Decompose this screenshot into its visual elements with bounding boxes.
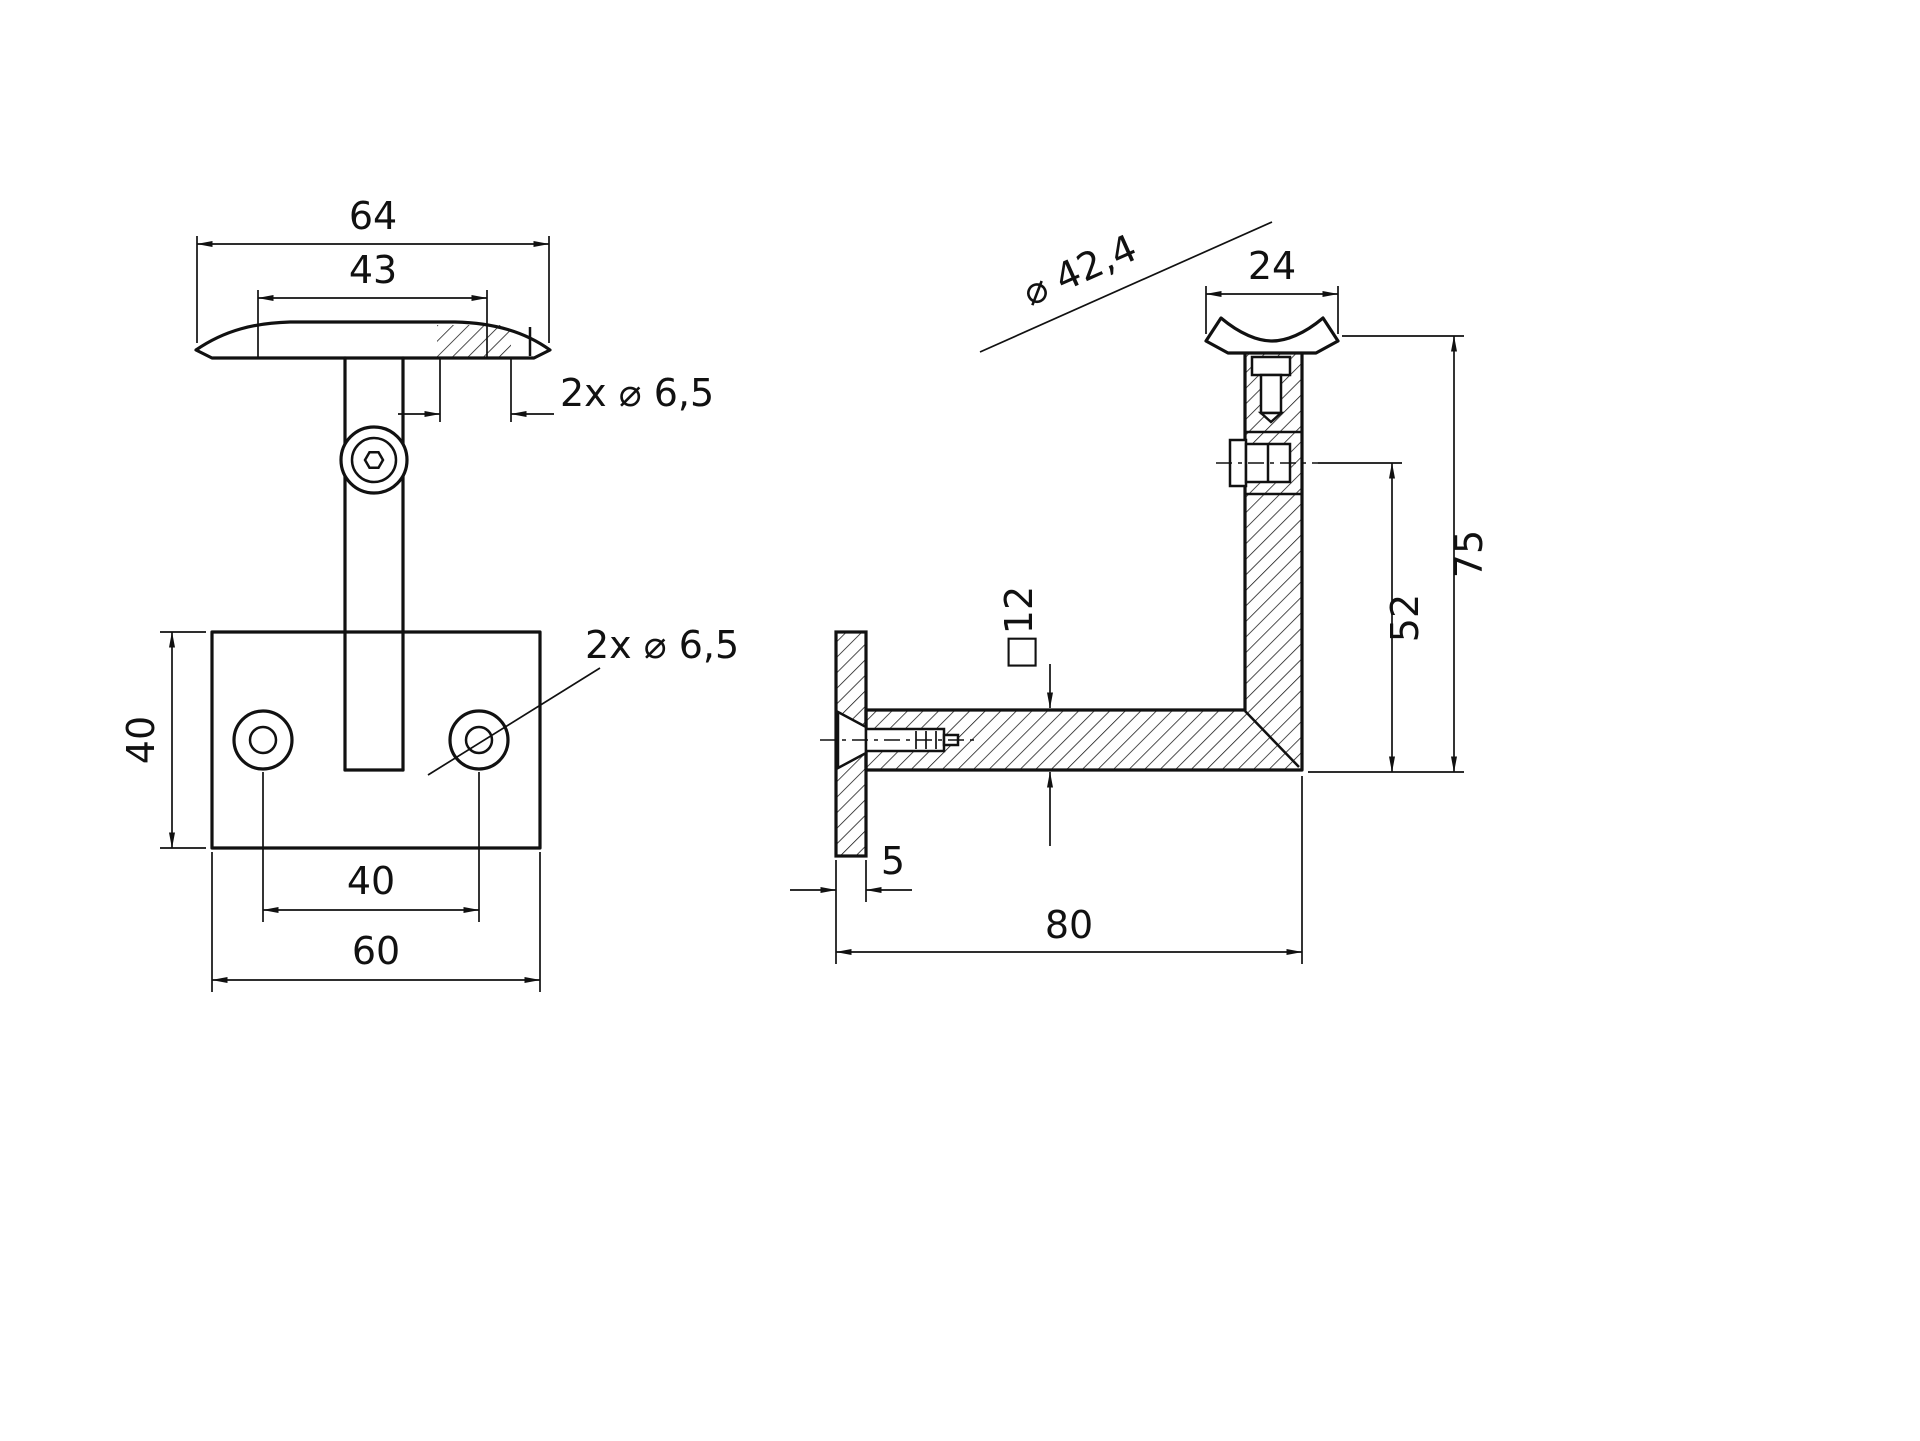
bracket-body: [864, 350, 1304, 772]
pivot-screw: [339, 425, 409, 495]
dim-label-60: 60: [352, 929, 400, 973]
dim-height-pivot: 52: [1318, 462, 1427, 773]
dim-plate-width: 60: [211, 852, 541, 992]
saddle-screw: [1250, 355, 1292, 424]
dim-label-plate-holes: 2x ⌀ 6,5: [585, 623, 739, 667]
dim-hole-spacing: 40: [262, 772, 480, 922]
dim-height-total: 75: [1308, 335, 1491, 773]
dim-label-40-horizontal: 40: [347, 859, 395, 903]
dim-label-80: 80: [1045, 903, 1093, 947]
front-view: 64 43 2x ⌀ 6,5 40 40: [119, 194, 739, 992]
pivot-side: [1216, 430, 1318, 496]
dim-saddle-holes: 2x ⌀ 6,5: [398, 358, 714, 422]
dim-saddle-width: 64: [196, 194, 550, 343]
saddle-plate: [194, 320, 552, 360]
dim-saddle-flat: 43: [257, 248, 488, 358]
saddle-side: [1204, 316, 1340, 355]
dim-label-42-4: ⌀ 42,4: [1016, 226, 1143, 315]
dim-label-64: 64: [349, 194, 397, 238]
dim-label-75: 75: [1447, 530, 1491, 578]
wall-screw: [820, 709, 974, 771]
dim-label-24: 24: [1248, 244, 1296, 288]
dim-label-saddle-holes: 2x ⌀ 6,5: [560, 371, 714, 415]
side-view: ⌀ 42,4 24 75 52 □12: [790, 221, 1491, 964]
dim-label-43: 43: [349, 248, 397, 292]
dim-label-40-vertical: 40: [119, 716, 163, 764]
dim-arm-length: 80: [835, 776, 1303, 964]
stem: [343, 356, 405, 772]
dim-label-5: 5: [881, 839, 905, 883]
dim-plate-holes: 2x ⌀ 6,5: [427, 623, 739, 776]
dim-saddle-depth: 24: [1205, 244, 1339, 334]
dim-label-square-12: □12: [997, 586, 1041, 670]
dim-arm-square: □12: [997, 586, 1053, 846]
dim-plate-height: 40: [119, 631, 206, 849]
wall-plate: [210, 630, 542, 850]
dim-plate-thickness: 5: [790, 839, 912, 902]
dim-label-52: 52: [1383, 594, 1427, 642]
